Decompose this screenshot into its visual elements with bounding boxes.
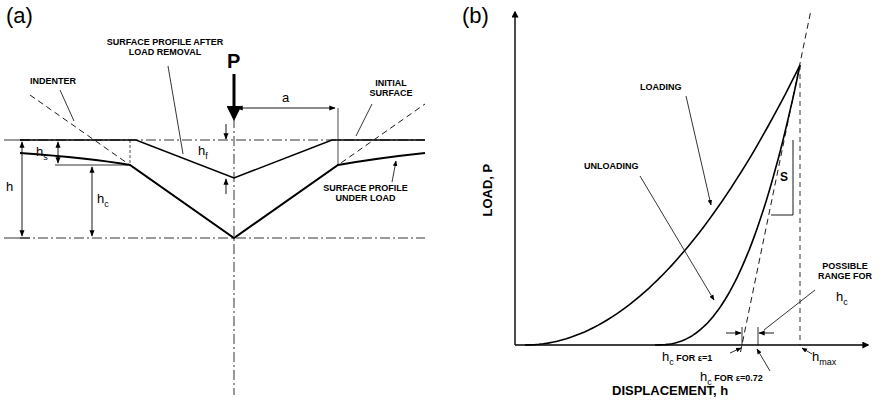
panel-b-chart — [515, 10, 868, 371]
axis-title: DISPLACEMENT, h — [612, 384, 728, 398]
dimension-label: hc — [97, 192, 109, 206]
curve-label: UNLOADING — [584, 162, 639, 172]
tick-label: hc FOR ε=1 — [662, 350, 712, 364]
dimension-label: h — [6, 180, 13, 194]
range-label: POSSIBLE RANGE FOR — [810, 262, 880, 282]
profile-under-label: SURFACE PROFILE UNDER LOAD — [318, 184, 413, 204]
initial-surface-label: INITIAL SURFACE — [360, 79, 422, 99]
tick-label: hc FOR ε=0.72 — [700, 370, 763, 384]
unloading-curve — [655, 65, 800, 345]
panel-a-drawing — [4, 66, 425, 395]
dimension-label: hf — [198, 144, 208, 158]
load-symbol: P — [227, 50, 240, 72]
indenter-label: INDENTER — [30, 77, 76, 87]
panel-letter: (b) — [462, 4, 489, 28]
profile-after-label: SURFACE PROFILE AFTER LOAD REMOVAL — [95, 38, 235, 58]
range-label: hc — [836, 290, 848, 304]
panel-letter: (a) — [6, 4, 33, 28]
dimension-label: hs — [36, 145, 48, 159]
tick-label: hmax — [812, 350, 836, 364]
dimension-label: a — [282, 91, 289, 105]
loading-curve — [525, 65, 800, 345]
axis-title: LOAD, P — [481, 164, 495, 217]
curve-label: LOADING — [640, 83, 682, 93]
stiffness-label: S — [780, 171, 788, 184]
